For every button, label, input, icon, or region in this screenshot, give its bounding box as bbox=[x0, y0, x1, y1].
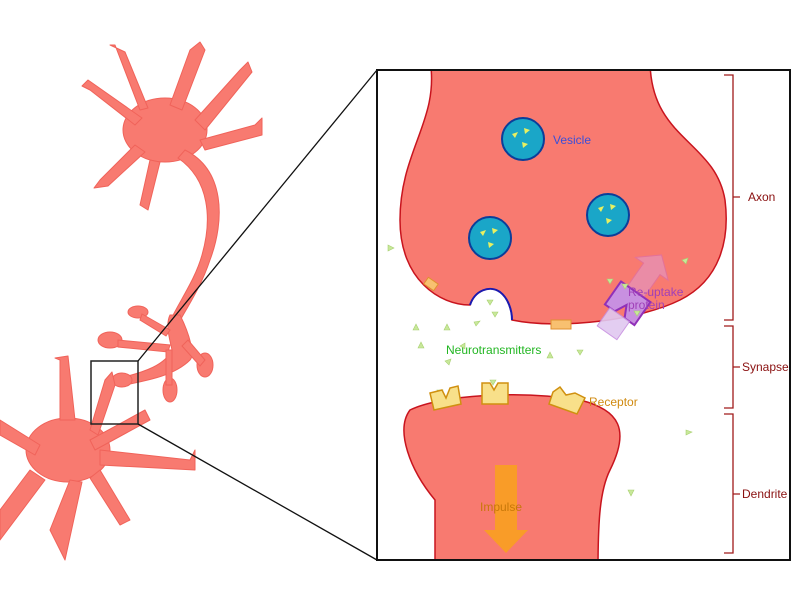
zoom-line-top bbox=[137, 69, 378, 362]
zoom-region-box bbox=[90, 360, 139, 425]
synapse-bracket bbox=[724, 325, 740, 409]
zoom-line-bottom bbox=[137, 423, 378, 561]
dendrite-bracket bbox=[724, 413, 740, 554]
vesicle-label: Vesicle bbox=[553, 133, 591, 147]
vesicle bbox=[586, 193, 630, 237]
membrane-channel bbox=[550, 319, 572, 330]
reuptake-label-line2: protein bbox=[628, 298, 665, 312]
impulse-arrow-icon bbox=[484, 465, 528, 553]
synapse-label: Synapse bbox=[742, 360, 789, 374]
vesicle bbox=[468, 216, 512, 260]
dendrite-label: Dendrite bbox=[742, 487, 788, 501]
membrane-channel bbox=[423, 276, 439, 292]
receptor-label: Receptor bbox=[589, 395, 638, 409]
vesicle-fusion-pocket bbox=[469, 287, 513, 321]
vesicle bbox=[501, 117, 545, 161]
axon-label: Axon bbox=[748, 190, 775, 204]
neurotransmitters-label: Neurotransmitters bbox=[446, 343, 541, 357]
reuptake-label-line1: Re-uptake bbox=[628, 285, 684, 299]
neuron-lower bbox=[0, 355, 196, 561]
reuptake-protein bbox=[596, 254, 670, 341]
axon-bracket bbox=[724, 74, 740, 321]
receptor bbox=[429, 382, 587, 415]
neuron-upper bbox=[81, 41, 263, 403]
impulse-label: Impulse bbox=[480, 500, 522, 514]
